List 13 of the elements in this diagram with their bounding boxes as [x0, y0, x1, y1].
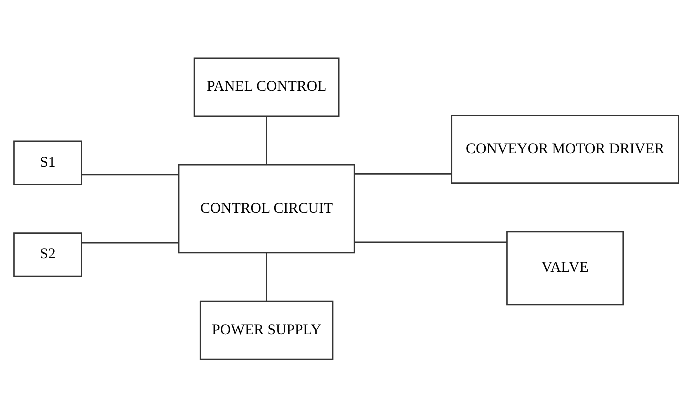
node-box: POWER SUPPLY — [200, 300, 334, 360]
node-box: PANEL CONTROL — [194, 58, 340, 118]
node-box: CONVEYOR MOTOR DRIVER — [451, 115, 680, 184]
connector — [266, 253, 268, 302]
connector — [266, 116, 268, 165]
connector — [82, 174, 179, 176]
node-box: VALVE — [506, 231, 624, 306]
node-box: S2 — [14, 232, 82, 278]
connector — [354, 242, 508, 244]
node-box: S1 — [14, 140, 82, 186]
connector — [82, 242, 179, 244]
node-box: CONTROL CIRCUIT — [178, 164, 356, 254]
connector — [354, 174, 452, 175]
